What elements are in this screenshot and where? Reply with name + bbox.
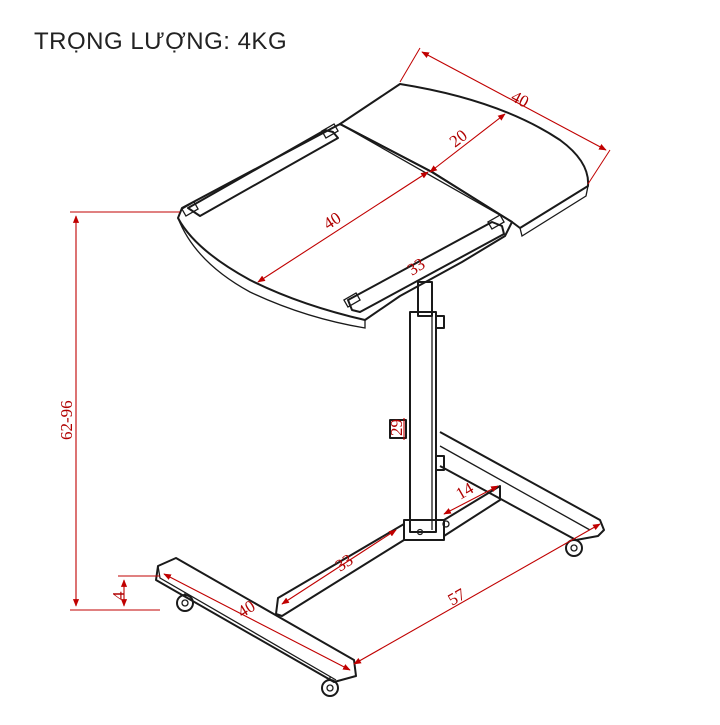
base-frame <box>155 419 605 683</box>
dim-base-front: 40 <box>234 596 258 621</box>
dim-height: 62-96 <box>57 400 76 440</box>
caster-wheels <box>176 538 583 697</box>
dim-base-gap: 14 <box>453 478 478 503</box>
weight-title: TRỌNG LƯỢNG: 4KG <box>34 28 288 55</box>
dim-column: 29 <box>387 419 406 436</box>
dim-wheel-height: 4 <box>109 591 128 600</box>
dimension-lines <box>70 47 611 671</box>
dim-leaf-depth: 20 <box>446 126 471 151</box>
dim-base-length: 57 <box>445 584 470 609</box>
dim-top-width: 40 <box>508 87 532 112</box>
support-column <box>403 281 450 541</box>
dim-top-length: 40 <box>320 208 345 233</box>
table-top <box>177 83 590 329</box>
